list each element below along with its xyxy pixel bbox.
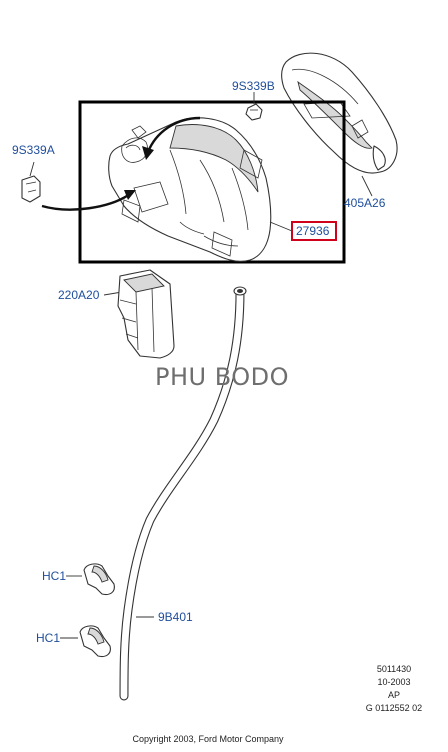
bracket-220a20[interactable] — [117, 269, 175, 359]
clip-9s339a[interactable] — [21, 175, 41, 203]
fuel-filler-housing[interactable] — [108, 117, 272, 262]
assembly-arrow-door-head — [142, 146, 154, 160]
leader-405a26 — [361, 175, 373, 197]
callout-frame — [78, 100, 346, 264]
reference-line-2: 10-2003 — [377, 677, 410, 687]
label-405a26: 405A26 — [344, 196, 386, 210]
reference-line-1: 5011430 — [377, 664, 411, 674]
watermark: PHU BODO — [155, 363, 289, 391]
label-9s339b: 9S339B — [232, 79, 275, 93]
reference-line-3: AP — [388, 690, 400, 700]
label-hc1-lower: HC1 — [36, 631, 60, 645]
highlight-27936-frame — [291, 221, 337, 241]
copyright: Copyright 2003, Ford Motor Company — [132, 734, 284, 744]
hose-clip-hc1-lower[interactable] — [79, 625, 111, 658]
leader-27936 — [269, 221, 293, 232]
fuel-filler-door[interactable] — [281, 52, 398, 174]
reference-line-4: G 0112552 02 — [366, 703, 422, 713]
hose-clip-hc1-upper[interactable] — [83, 563, 115, 596]
hose-9b401[interactable] — [119, 286, 247, 701]
clip-9s339b[interactable] — [245, 103, 263, 121]
assembly-arrow-clip — [41, 193, 131, 211]
label-220a20: 220A20 — [58, 288, 100, 302]
leader-9s339a — [29, 161, 35, 177]
label-27936: 27936 — [296, 224, 330, 238]
assembly-arrow-door — [146, 116, 201, 153]
label-9s339a: 9S339A — [12, 143, 55, 157]
assembly-arrow-clip-head — [124, 190, 136, 200]
label-hc1-upper: HC1 — [42, 569, 66, 583]
label-9b401: 9B401 — [158, 610, 193, 624]
